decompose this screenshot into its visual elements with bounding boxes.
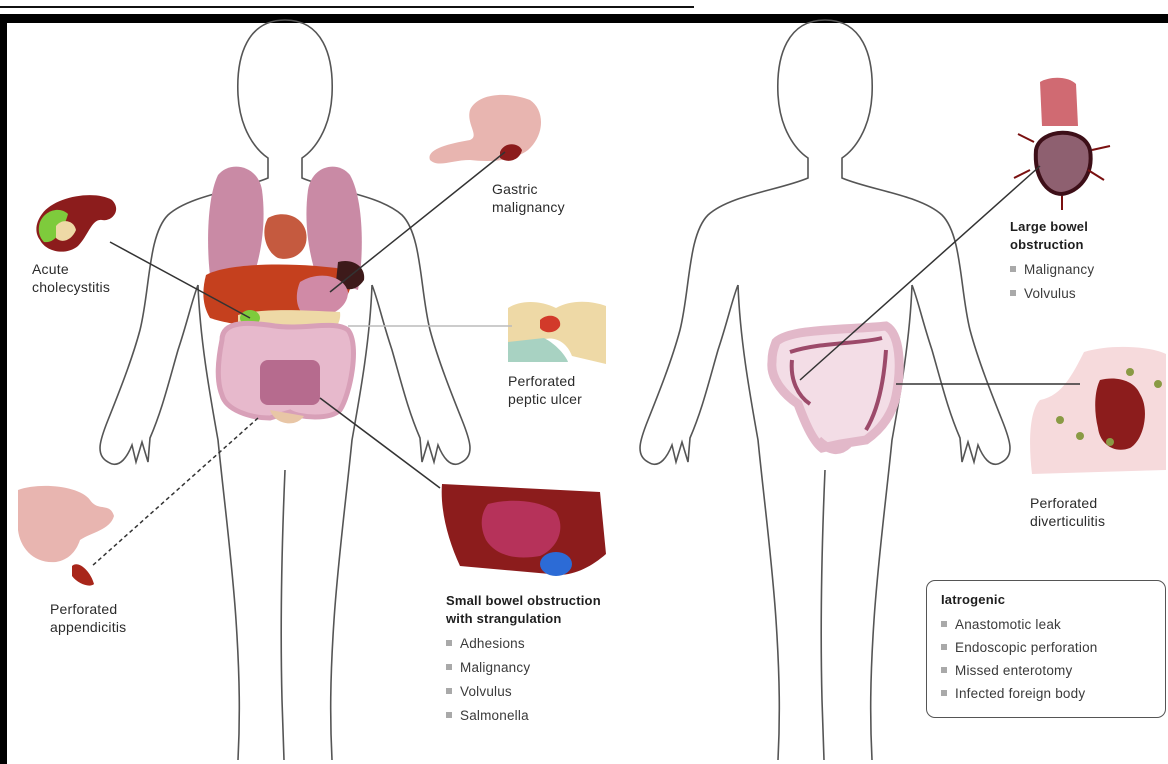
panel-title: with strangulation xyxy=(446,610,601,628)
label-perforated-appendicitis: Perforated appendicitis xyxy=(50,600,126,636)
label-gastric-malignancy: Gastric malignancy xyxy=(492,180,565,216)
right-colon xyxy=(772,326,899,450)
gallbladder-vignette xyxy=(36,195,116,251)
label-perforated-peptic-ulcer: Perforated peptic ulcer xyxy=(508,372,582,408)
small-bowel-obstruction-panel: Small bowel obstruction with strangulati… xyxy=(446,592,601,728)
large-bowel-vignette xyxy=(1014,78,1110,210)
label-line: peptic ulcer xyxy=(508,390,582,408)
cause-list: Adhesions Malignancy Volvulus Salmonella xyxy=(446,632,601,728)
list-item: Volvulus xyxy=(446,680,601,704)
small-bowel-vignette xyxy=(442,484,606,576)
diverticulitis-vignette xyxy=(1030,347,1166,474)
label-acute-cholecystitis: Acute cholecystitis xyxy=(32,260,110,296)
list-item: Malignancy xyxy=(1010,258,1094,282)
list-item: Missed enterotomy xyxy=(941,659,1165,682)
cause-list: Malignancy Volvulus xyxy=(1010,258,1094,306)
peptic-ulcer-vignette xyxy=(508,302,606,364)
label-line: Acute xyxy=(32,260,110,278)
list-item: Infected foreign body xyxy=(941,682,1165,705)
panel-title: Large bowel xyxy=(1010,218,1094,236)
label-line: Perforated xyxy=(508,372,582,390)
panel-title: Small bowel obstruction xyxy=(446,592,601,610)
list-item: Adhesions xyxy=(446,632,601,656)
label-line: Gastric xyxy=(492,180,565,198)
stomach-vignette xyxy=(429,95,541,164)
label-line: Perforated xyxy=(50,600,126,618)
list-item: Salmonella xyxy=(446,704,601,728)
large-bowel-obstruction-panel: Large bowel obstruction Malignancy Volvu… xyxy=(1010,218,1094,306)
list-item: Endoscopic perforation xyxy=(941,636,1165,659)
list-item: Malignancy xyxy=(446,656,601,680)
label-line: appendicitis xyxy=(50,618,126,636)
cause-list: Anastomotic leak Endoscopic perforation … xyxy=(941,613,1165,705)
label-line: cholecystitis xyxy=(32,278,110,296)
list-item: Volvulus xyxy=(1010,282,1094,306)
iatrogenic-panel: Iatrogenic Anastomotic leak Endoscopic p… xyxy=(926,580,1166,718)
list-item: Anastomotic leak xyxy=(941,613,1165,636)
label-line: Perforated xyxy=(1030,494,1105,512)
label-line: malignancy xyxy=(492,198,565,216)
panel-title: Iatrogenic xyxy=(941,591,1165,609)
appendix-vignette xyxy=(18,486,114,586)
panel-title: obstruction xyxy=(1010,236,1094,254)
label-perforated-diverticulitis: Perforated diverticulitis xyxy=(1030,494,1105,530)
label-line: diverticulitis xyxy=(1030,512,1105,530)
left-organs xyxy=(203,167,364,424)
